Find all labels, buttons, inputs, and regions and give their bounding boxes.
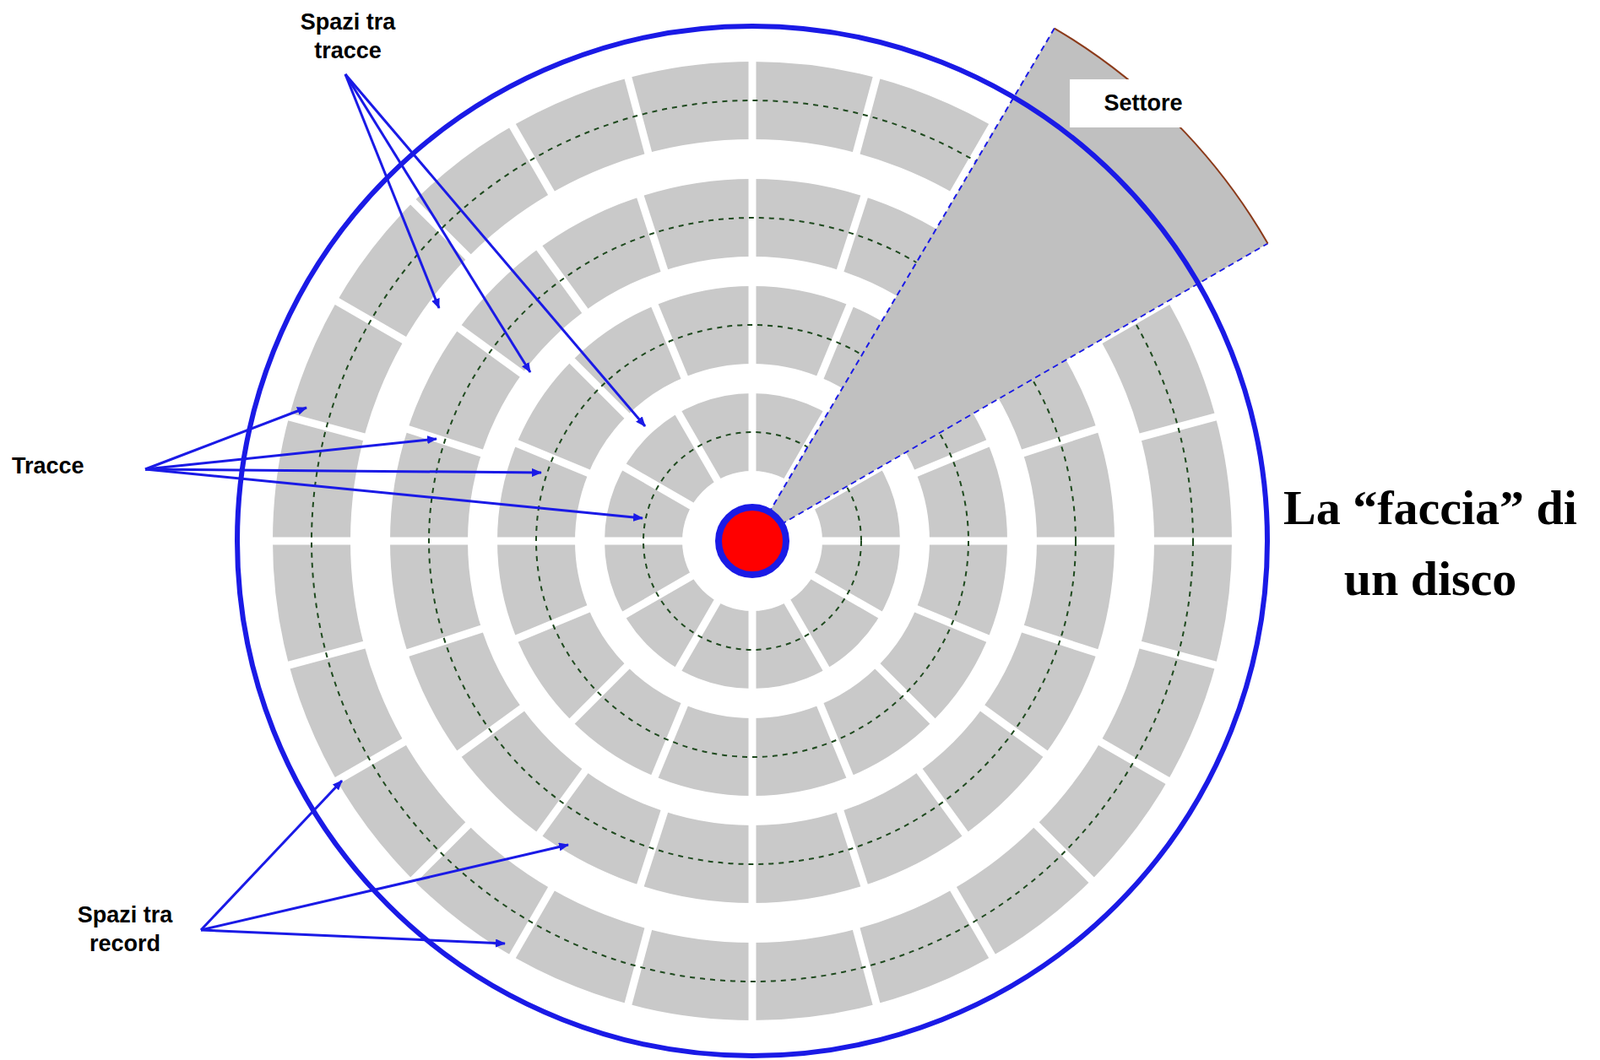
record-gap xyxy=(513,607,592,640)
record-gap xyxy=(334,740,408,783)
record-gap xyxy=(855,926,878,1009)
record-gap xyxy=(1097,740,1172,783)
record-gap xyxy=(809,574,884,618)
sector-wedge xyxy=(752,28,1269,542)
sector-edge xyxy=(752,28,1269,542)
record-gap xyxy=(951,886,994,960)
track-label: Tracce xyxy=(11,452,85,482)
record-gap xyxy=(653,701,686,780)
record-gap xyxy=(569,358,630,419)
record-gap xyxy=(627,926,650,1009)
record-gap xyxy=(912,442,991,475)
gap-label: Spazi tra tracce xyxy=(276,8,420,66)
record-gap xyxy=(1137,416,1220,439)
record-gap xyxy=(875,664,936,725)
record-gap-label: Spazi tra record xyxy=(52,901,198,960)
record-gap xyxy=(818,302,852,380)
record-gap xyxy=(627,74,650,157)
sector-label: Settore xyxy=(1069,79,1217,128)
diagram-title: La “faccia” di un disco xyxy=(1271,472,1590,615)
sector-arc xyxy=(1054,28,1269,245)
record-gap xyxy=(677,598,720,673)
